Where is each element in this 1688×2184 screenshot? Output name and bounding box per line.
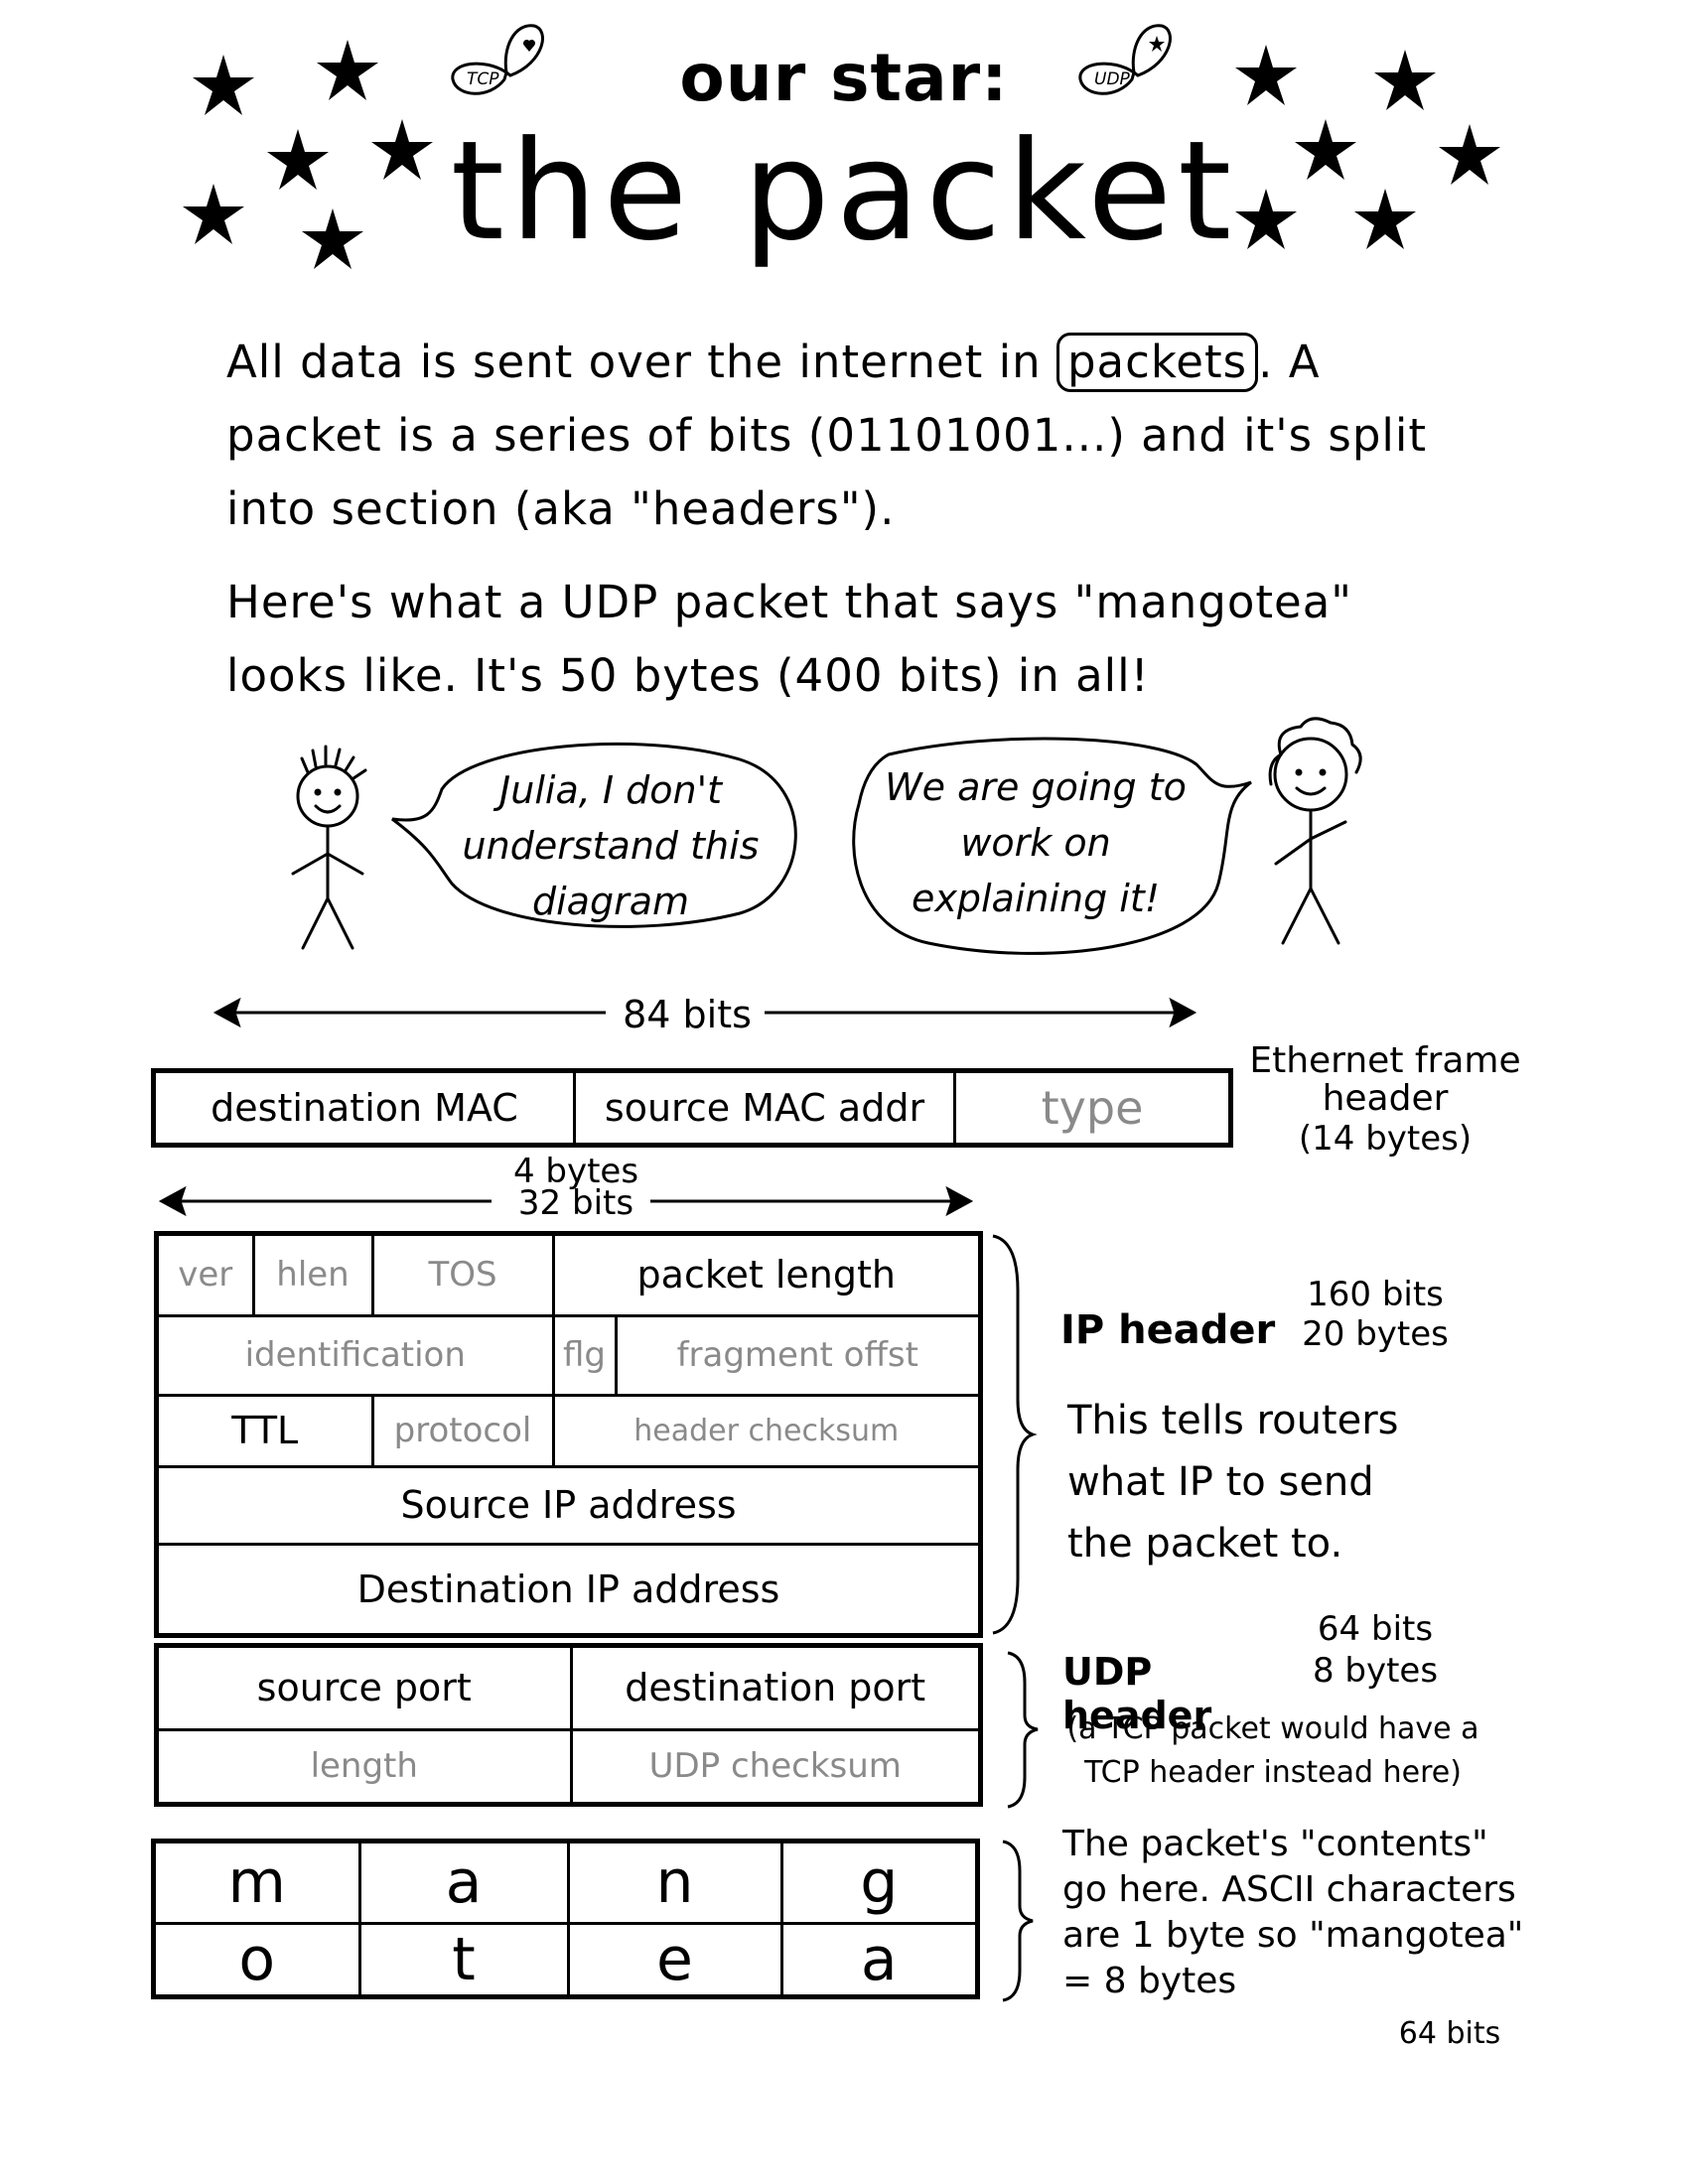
stick-figure-left — [291, 745, 367, 950]
payload-brace — [1002, 1840, 1034, 2002]
stick-figure-right — [1268, 717, 1362, 945]
ip-field-destination-address: Destination IP address — [159, 1542, 978, 1633]
udp-header-label: UDP header — [1062, 1650, 1212, 1737]
payload-char: g — [779, 1843, 975, 1925]
payload-char: n — [566, 1843, 783, 1925]
ip-width-label-bits: 32 bits — [517, 1183, 634, 1223]
udp-size-bits: 64 bits — [1317, 1609, 1434, 1649]
star-icon — [193, 55, 254, 115]
ip-field-identification: identification — [159, 1313, 555, 1397]
butterfly-udp: UDP — [1072, 18, 1192, 112]
butterfly-tcp: TCP — [445, 18, 564, 112]
ip-field-ver: ver — [159, 1236, 255, 1317]
ip-width-arrow — [158, 1185, 974, 1217]
page-title: the packet — [450, 111, 1238, 271]
payload-char: m — [156, 1843, 361, 1925]
ip-field-fragment-offset: fragment offst — [614, 1313, 978, 1397]
ip-field-source-address: Source IP address — [159, 1464, 978, 1546]
udp-note: (a TCP packet would have a TCP header in… — [1066, 1711, 1479, 1790]
speech-bubble-left-text: Julia, I don't understand this diagram — [462, 768, 760, 923]
star-icon — [317, 40, 378, 100]
star-icon — [371, 119, 433, 180]
ethernet-field-source-mac: source MAC addr — [573, 1073, 956, 1143]
star-icon — [1374, 50, 1436, 110]
ip-width-label-bytes: 4 bytes — [512, 1152, 639, 1191]
udp-field-destination-port: destination port — [569, 1648, 978, 1731]
star-decoration-left — [183, 40, 433, 269]
payload-char: t — [357, 1921, 570, 1994]
payload-char: e — [566, 1921, 783, 1994]
ethernet-field-destination-mac: destination MAC — [156, 1073, 576, 1143]
ip-field-ttl: TTL — [159, 1393, 374, 1468]
udp-header-box: source port destination port length UDP … — [154, 1643, 983, 1807]
star-icon — [1235, 189, 1297, 249]
payload-size-bits: 64 bits — [1398, 2016, 1501, 2051]
speech-bubble-right — [852, 737, 1252, 955]
ethernet-label-group: Ethernet frame header (14 bytes) — [1246, 1042, 1524, 1160]
ip-field-flags: flg — [551, 1313, 618, 1397]
udp-field-length: length — [159, 1727, 573, 1802]
ip-description: This tells routers what IP to send the p… — [1067, 1398, 1399, 1567]
payload-box: m a n g o t e a — [151, 1839, 980, 1999]
intro-paragraph-1: All data is sent over the internet in pa… — [226, 326, 1477, 546]
star-icon — [183, 184, 244, 244]
packets-highlight: packets — [1055, 333, 1259, 392]
ip-header-label: IP header — [1060, 1307, 1276, 1353]
ethernet-label: Ethernet frame header — [1249, 1040, 1521, 1119]
butterfly-tcp-label: TCP — [467, 69, 499, 89]
udp-field-checksum: UDP checksum — [569, 1727, 978, 1802]
ip-field-header-checksum: header checksum — [551, 1393, 978, 1468]
intro-text: . A packet is a series of bits (01101001… — [226, 336, 1428, 535]
udp-brace — [1007, 1651, 1039, 1809]
ip-field-hlen: hlen — [251, 1236, 374, 1317]
payload-description: The packet's "contents" go here. ASCII c… — [1062, 1824, 1524, 2001]
butterfly-udp-label: UDP — [1094, 69, 1130, 89]
star-decoration-right — [1235, 45, 1500, 249]
ip-header-box: ver hlen TOS packet length identificatio… — [154, 1231, 983, 1638]
ethernet-field-type: type — [953, 1073, 1228, 1143]
star-icon — [1295, 119, 1356, 180]
star-icon — [302, 208, 363, 269]
ethernet-size: (14 bytes) — [1298, 1119, 1473, 1159]
star-icon — [1439, 124, 1500, 185]
speech-bubble-left — [391, 742, 797, 928]
ip-size-bytes: 20 bytes — [1302, 1314, 1449, 1354]
butterfly-icon — [1078, 24, 1172, 95]
ip-field-protocol: protocol — [370, 1393, 555, 1468]
payload-char: a — [357, 1843, 570, 1925]
udp-size-bytes: 8 bytes — [1312, 1651, 1439, 1691]
star-icon — [267, 129, 329, 190]
pre-title: our star: — [679, 40, 1009, 116]
udp-field-source-port: source port — [159, 1648, 573, 1731]
ip-size-bits: 160 bits — [1307, 1275, 1444, 1314]
ethernet-width-arrow — [212, 997, 1197, 1028]
star-icon — [1354, 189, 1416, 249]
ethernet-header-box: destination MAC source MAC addr type — [151, 1068, 1233, 1148]
ip-brace — [992, 1234, 1038, 1635]
payload-char: a — [779, 1921, 975, 1994]
payload-char: o — [156, 1921, 361, 1994]
ip-field-packet-length: packet length — [551, 1236, 978, 1317]
intro-paragraph-2: Here's what a UDP packet that says "mang… — [226, 576, 1352, 702]
intro-text: All data is sent over the internet in — [226, 336, 1056, 388]
ethernet-width-label: 84 bits — [623, 993, 752, 1036]
butterfly-icon — [451, 24, 544, 95]
speech-bubble-right-text: We are going to work on explaining it! — [885, 765, 1187, 920]
star-icon — [1235, 45, 1297, 105]
ip-field-tos: TOS — [370, 1236, 555, 1317]
